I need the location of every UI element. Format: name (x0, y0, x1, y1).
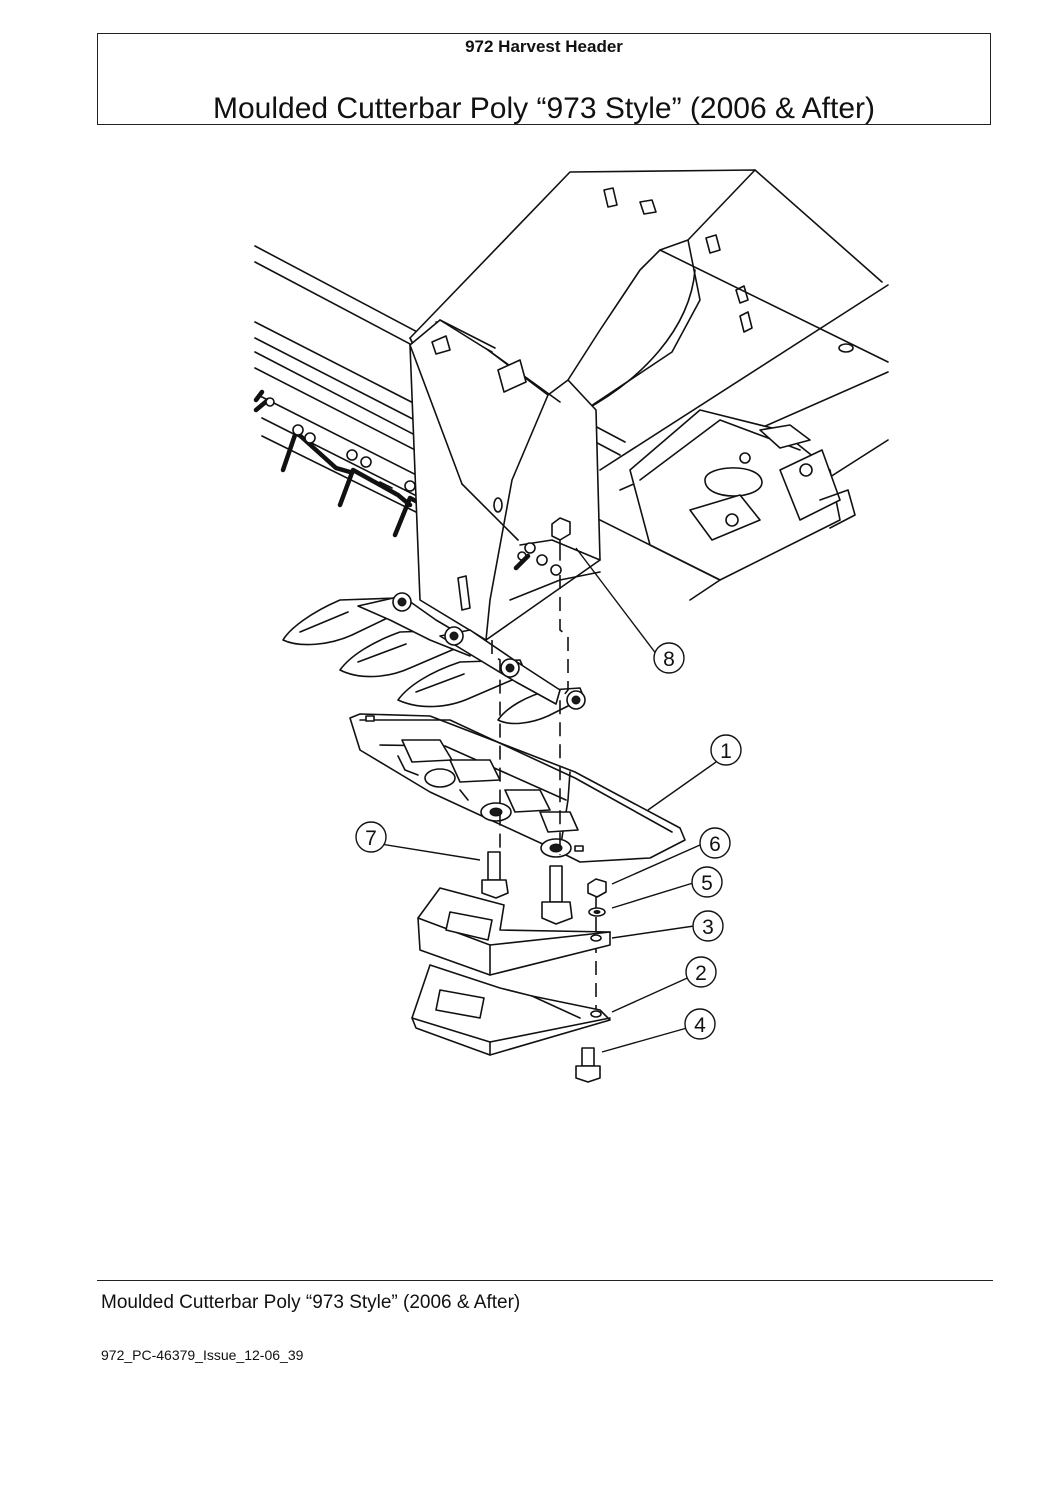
callout-label: 1 (720, 740, 732, 763)
callout-label: 3 (702, 916, 714, 939)
nut-washer (587, 878, 607, 917)
alignment-lines (491, 575, 597, 1012)
callout-2: 2 (685, 956, 717, 988)
callout-4: 4 (684, 1008, 716, 1040)
callout-label: 5 (701, 872, 713, 895)
upper-bracket (417, 887, 611, 976)
cutterbar-poly (349, 713, 686, 863)
callout-label: 7 (365, 827, 377, 850)
callout-7: 7 (355, 821, 387, 853)
lower-bracket (411, 964, 611, 1056)
callout-1: 1 (710, 734, 742, 766)
callout-label: 6 (709, 833, 721, 856)
callout-5: 5 (691, 866, 723, 898)
callout-8: 8 (653, 642, 685, 674)
callout-6: 6 (699, 827, 731, 859)
document-code: 972_PC-46379_Issue_12-06_39 (101, 1347, 304, 1363)
callout-label: 8 (663, 648, 675, 671)
page-title: Moulded Cutterbar Poly “973 Style” (2006… (213, 92, 875, 125)
right-frame (559, 169, 889, 601)
footer-divider (97, 1280, 993, 1281)
header-box: 972 Harvest Header Moulded Cutterbar Pol… (97, 33, 991, 125)
bottom-bolt (575, 1047, 601, 1083)
center-plate (409, 319, 601, 641)
guard-bolts (481, 851, 573, 925)
header-subtitle: 972 Harvest Header (465, 37, 623, 56)
footer-title: Moulded Cutterbar Poly “973 Style” (2006… (101, 1292, 521, 1313)
callout-3: 3 (692, 910, 724, 942)
top-bolts (509, 517, 601, 601)
callout-label: 4 (694, 1014, 706, 1037)
guard-fingers (282, 592, 586, 725)
callout-label: 2 (695, 962, 707, 985)
callouts: 8 1 7 6 5 3 2 4 (355, 547, 742, 1053)
